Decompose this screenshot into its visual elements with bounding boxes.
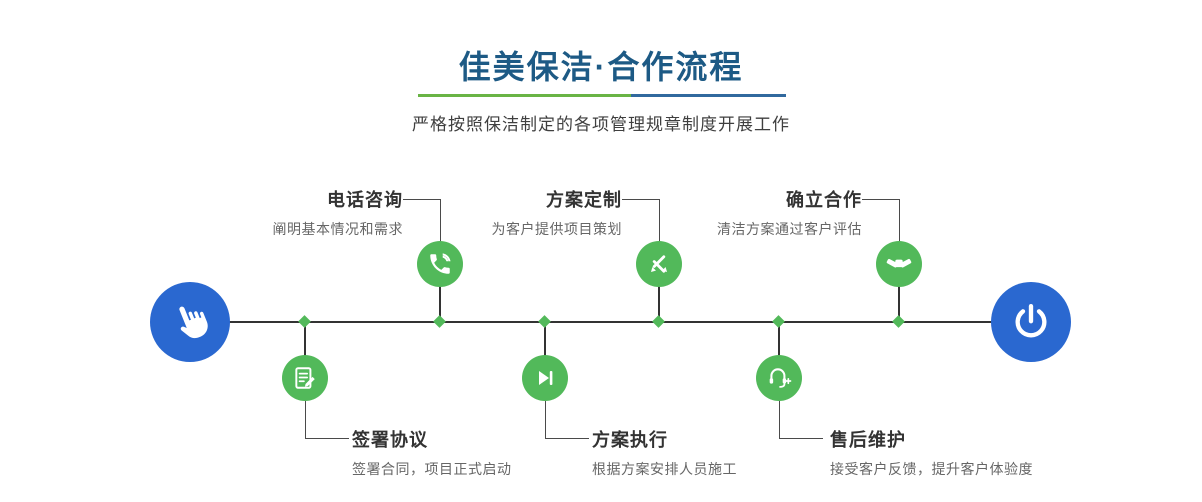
step-desc: 为客户提供项目策划	[491, 221, 622, 237]
step-node-execute	[522, 355, 568, 401]
step-desc: 清洁方案通过客户评估	[717, 221, 862, 237]
step-title: 方案定制	[546, 190, 622, 210]
end-node	[991, 282, 1071, 362]
timeline-diamond	[298, 315, 311, 328]
step-node-plan	[636, 241, 682, 287]
timeline-diamond	[772, 315, 785, 328]
phone-icon	[427, 251, 453, 277]
pointing-hand-icon	[163, 295, 218, 350]
handshake-icon	[885, 250, 913, 278]
step-label-cooperate: 确立合作 清洁方案通过客户评估	[717, 186, 862, 239]
leader-line	[305, 401, 349, 439]
step-node-aftersales	[756, 355, 802, 401]
step-node-sign	[282, 355, 328, 401]
title-underline	[418, 94, 786, 97]
step-label-phone: 电话咨询 阐明基本情况和需求	[273, 186, 404, 239]
step-title: 电话咨询	[327, 190, 403, 210]
timeline-diamond	[538, 315, 551, 328]
timeline-diamond	[433, 315, 446, 328]
connector-line	[304, 322, 306, 378]
step-node-cooperate	[876, 241, 922, 287]
connector-line	[439, 264, 441, 322]
connector-line	[544, 322, 546, 378]
timeline-diamond	[892, 315, 905, 328]
leader-line	[403, 199, 441, 242]
step-node-phone	[417, 241, 463, 287]
power-icon	[1011, 302, 1051, 342]
step-label-aftersales: 售后维护 接受客户反馈，提升客户体验度	[830, 426, 1033, 479]
step-title: 确立合作	[786, 190, 862, 210]
headset-icon	[766, 365, 792, 391]
timeline-diamond	[652, 315, 665, 328]
step-desc: 阐明基本情况和需求	[272, 221, 403, 237]
timeline-line	[190, 321, 1031, 323]
step-label-sign: 签署协议 签署合同，项目正式启动	[352, 426, 512, 479]
step-desc: 接受客户反馈，提升客户体验度	[830, 461, 1033, 477]
underline-green-segment	[418, 94, 632, 97]
step-title: 售后维护	[830, 430, 906, 450]
page-title: 佳美保洁·合作流程	[458, 49, 744, 85]
step-title: 方案执行	[592, 430, 668, 450]
step-label-execute: 方案执行 根据方案安排人员施工	[592, 426, 737, 479]
play-next-icon	[533, 366, 557, 390]
step-label-plan: 方案定制 为客户提供项目策划	[492, 186, 623, 239]
leader-line	[862, 199, 900, 242]
step-title: 签署协议	[352, 430, 428, 450]
leader-line	[622, 199, 660, 242]
connector-line	[898, 264, 900, 322]
connector-line	[658, 264, 660, 322]
pencil-ruler-icon	[646, 251, 672, 277]
connector-line	[778, 322, 780, 378]
start-node	[150, 282, 230, 362]
page-subtitle: 严格按照保洁制定的各项管理规章制度开展工作	[412, 115, 790, 134]
underline-blue-segment	[631, 94, 786, 97]
leader-line	[545, 401, 589, 439]
step-desc: 签署合同，项目正式启动	[352, 461, 512, 477]
document-sign-icon	[292, 365, 318, 391]
leader-line	[779, 401, 823, 439]
step-desc: 根据方案安排人员施工	[592, 461, 737, 477]
